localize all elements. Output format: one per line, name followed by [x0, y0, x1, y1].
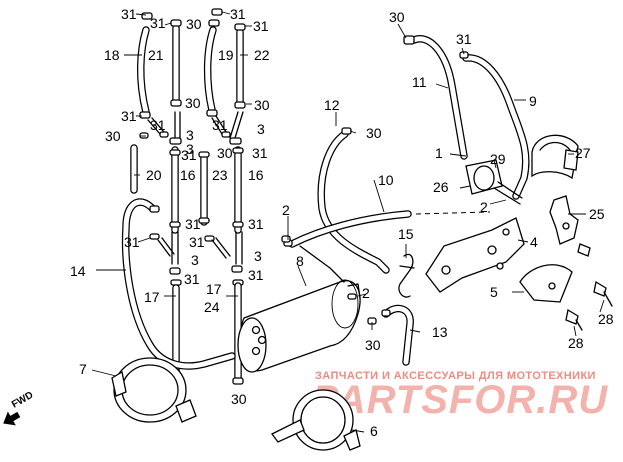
- callout-3: 3: [257, 121, 265, 137]
- watermark-tagline: ЗАПЧАСТИ И АКСЕССУАРЫ ДЛЯ МОТОТЕХНИКИ: [315, 370, 596, 382]
- clamps-middle: [149, 147, 244, 242]
- fwd-arrow-icon: [3, 411, 21, 426]
- callout-30: 30: [231, 391, 247, 407]
- callout-22: 22: [254, 47, 270, 63]
- callout-24: 24: [204, 299, 220, 315]
- callout-31: 31: [121, 108, 137, 124]
- callout-30: 30: [254, 97, 270, 113]
- callout-31: 31: [150, 117, 166, 133]
- callout-31: 31: [181, 147, 197, 163]
- callout-30: 30: [366, 125, 382, 141]
- band-7: [111, 357, 197, 423]
- callout-20: 20: [146, 167, 162, 183]
- callout-4: 4: [530, 234, 538, 250]
- callout-30: 30: [217, 145, 233, 161]
- hose-12: [317, 127, 390, 274]
- forward-direction-indicator: FWD: [3, 390, 35, 426]
- callout-31: 31: [252, 145, 268, 161]
- callout-30: 30: [185, 95, 201, 111]
- callout-11: 11: [412, 74, 427, 90]
- callout-2: 2: [362, 285, 370, 301]
- bracket-5: [519, 264, 573, 303]
- callout-3: 3: [254, 248, 262, 264]
- fwd-label: FWD: [10, 390, 35, 411]
- callout-30: 30: [365, 337, 381, 353]
- callout-15: 15: [398, 226, 414, 242]
- callout-31: 31: [121, 6, 137, 22]
- watermark: ЗАПЧАСТИ И АКСЕССУАРЫ ДЛЯ МОТОТЕХНИКИ PA…: [312, 370, 608, 422]
- bolt-25: [577, 243, 591, 257]
- callout-10: 10: [378, 172, 394, 188]
- callout-13: 13: [432, 324, 448, 340]
- callout-5: 5: [490, 284, 498, 300]
- callout-1: 1: [435, 145, 443, 161]
- callout-31: 31: [124, 234, 140, 250]
- bolt-28-upper: [593, 280, 613, 307]
- callout-23: 23: [212, 167, 228, 183]
- callout-31: 31: [185, 216, 201, 232]
- callout-31: 31: [456, 31, 472, 47]
- callout-16: 16: [248, 167, 264, 183]
- band-6: [271, 389, 361, 451]
- callout-2: 2: [282, 202, 290, 218]
- callout-17: 17: [144, 289, 160, 305]
- callout-6: 6: [370, 423, 378, 439]
- hose-24: [232, 282, 244, 385]
- callout-31: 31: [150, 15, 166, 31]
- callout-31: 31: [253, 18, 269, 34]
- callout-31: 31: [230, 6, 246, 22]
- callout-30: 30: [105, 128, 121, 144]
- callout-30: 30: [389, 9, 405, 25]
- hose-canister-connector: [299, 245, 345, 283]
- callout-19: 19: [218, 47, 234, 63]
- callout-18: 18: [104, 47, 120, 63]
- bracket-25: [549, 195, 579, 245]
- callout-14: 14: [70, 263, 86, 279]
- callout-3: 3: [186, 141, 194, 157]
- callout-29: 29: [490, 151, 506, 167]
- callout-16: 16: [180, 167, 196, 183]
- callout-8: 8: [296, 253, 304, 269]
- hose-19: [203, 26, 217, 114]
- bracket-4: [425, 217, 525, 293]
- clamp-15: [398, 253, 415, 298]
- callout-17: 17: [206, 281, 222, 297]
- callout-25: 25: [589, 206, 605, 222]
- callout-2: 2: [480, 199, 488, 215]
- hose-9: [459, 51, 530, 200]
- callout-28: 28: [598, 311, 614, 327]
- joint-3-upper: [147, 111, 244, 145]
- hose-18: [137, 26, 150, 116]
- callout-3: 3: [191, 252, 199, 268]
- bolt-28-lower: [565, 308, 583, 331]
- callout-31: 31: [248, 267, 264, 283]
- callout-31: 31: [248, 216, 264, 232]
- clamp-31-top: [139, 8, 246, 139]
- callout-7: 7: [79, 361, 87, 377]
- hose-10: [283, 210, 491, 248]
- callout-27: 27: [575, 145, 591, 161]
- callout-21: 21: [148, 47, 164, 63]
- leader-lines: [91, 11, 605, 433]
- callout-9: 9: [529, 93, 537, 109]
- band-27: [531, 134, 579, 180]
- callout-26: 26: [433, 179, 449, 195]
- callout-28: 28: [568, 335, 584, 351]
- callout-3: 3: [186, 127, 194, 143]
- callout-31: 31: [189, 234, 205, 250]
- canister-8: [237, 279, 361, 373]
- hose-14: [121, 198, 236, 370]
- watermark-logo: PARTSFOR.RU: [312, 378, 608, 422]
- hose-13: [381, 304, 414, 366]
- callout-30: 30: [186, 16, 202, 32]
- callout-12: 12: [324, 97, 340, 113]
- valve-26: [465, 159, 523, 205]
- hose-11: [403, 35, 468, 160]
- callout-31: 31: [184, 271, 200, 287]
- callout-31: 31: [212, 117, 228, 133]
- callout-numbers: 31 31 31 30 31 18 21 19 22 31 30 30 31 3…: [70, 6, 614, 439]
